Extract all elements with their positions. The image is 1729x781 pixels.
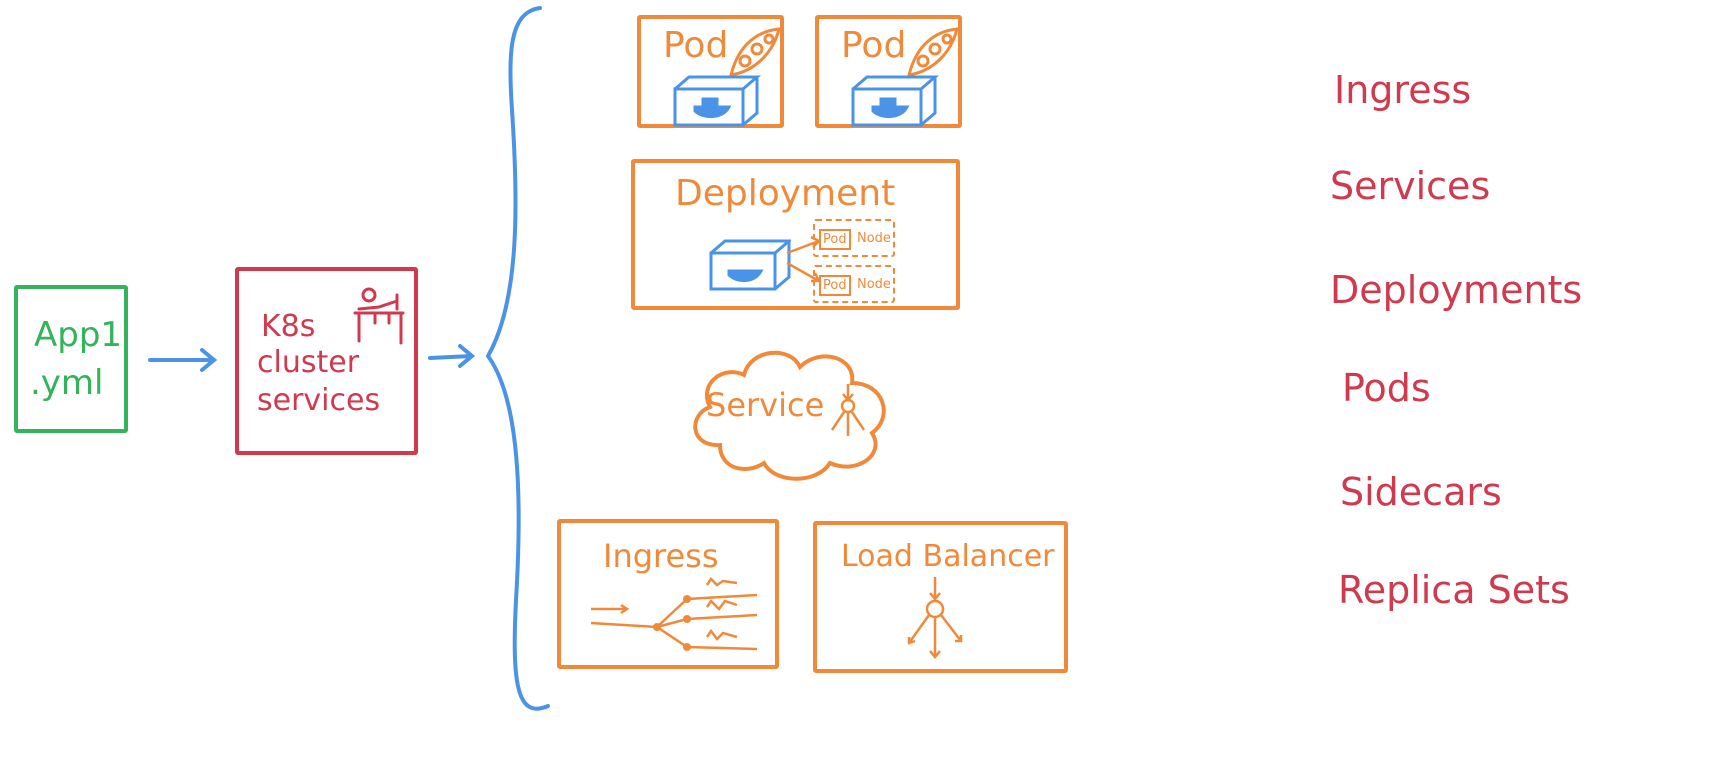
pod-label-2: Pod xyxy=(841,25,907,66)
cluster-line-1: K8s xyxy=(261,309,316,344)
deployment-box: Deployment Pod Node Pod Node xyxy=(631,159,960,310)
cluster-box: K8s cluster services xyxy=(235,267,418,455)
ingress-label: Ingress xyxy=(603,537,719,575)
concept-deployments: Deployments xyxy=(1330,268,1583,312)
captain-at-helm-icon xyxy=(353,287,405,345)
ingress-box: Ingress xyxy=(557,519,779,669)
pod-label-1: Pod xyxy=(663,25,729,66)
app-file-name: App1 xyxy=(34,315,123,355)
deployment-node-row-2: Pod Node xyxy=(813,265,895,303)
routing-lines-icon xyxy=(590,577,758,651)
docker-container-icon xyxy=(851,75,939,127)
concept-sidecars: Sidecars xyxy=(1340,470,1502,514)
fan-out-arrows-icon xyxy=(830,384,866,436)
concept-pods: Pods xyxy=(1342,366,1431,410)
resources-brace xyxy=(485,6,550,711)
service-label: Service xyxy=(706,386,825,424)
peapod-icon xyxy=(728,27,781,77)
concept-services: Services xyxy=(1330,164,1491,208)
arrow-app-to-cluster xyxy=(148,348,218,372)
service-cloud xyxy=(693,350,886,481)
load-balancer-label: Load Balancer xyxy=(841,539,1055,574)
cluster-line-3: services xyxy=(257,383,381,418)
deployment-pod-label-1: Pod xyxy=(819,229,851,250)
deployment-node-row-1: Pod Node xyxy=(813,219,895,257)
pod-box-2: Pod xyxy=(815,15,962,128)
concept-ingress: Ingress xyxy=(1334,68,1472,112)
arrow-cluster-to-resources xyxy=(428,344,476,368)
deployment-pod-label-2: Pod xyxy=(819,275,851,296)
app-file-extension: .yml xyxy=(30,363,104,403)
cluster-line-2: cluster xyxy=(257,345,360,380)
docker-container-icon xyxy=(673,75,761,127)
pod-box-1: Pod xyxy=(637,15,784,128)
load-balancer-box: Load Balancer xyxy=(813,521,1068,673)
deployment-node-label-2: Node xyxy=(857,277,891,292)
concept-replica-sets: Replica Sets xyxy=(1338,568,1570,612)
app-file-box: App1 .yml xyxy=(14,285,128,433)
peapod-icon xyxy=(906,27,959,77)
deployment-node-label-1: Node xyxy=(857,231,891,246)
load-balance-arrows-icon xyxy=(907,577,963,659)
deployment-title: Deployment xyxy=(675,173,896,214)
docker-container-icon xyxy=(709,239,791,291)
